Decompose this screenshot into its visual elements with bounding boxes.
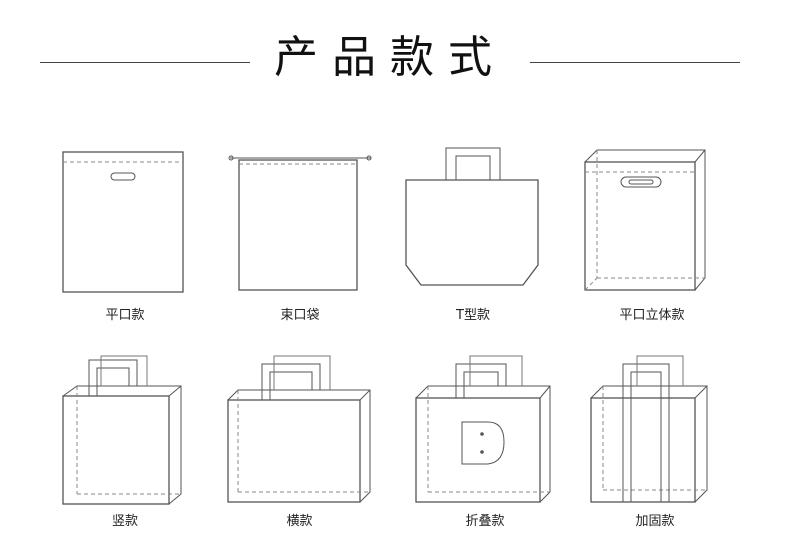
product-item-folding: 折叠款 [410,350,560,534]
vertical-bag-icon [62,355,182,505]
header-divider-left [40,62,250,63]
product-item-reinforced: 加固款 [585,350,725,534]
product-item-vertical: 竖款 [55,350,195,534]
item-label: 竖款 [111,514,138,529]
item-label: T型款 [456,308,490,323]
item-label: 平口立体款 [619,308,685,323]
horizontal-bag-icon [227,355,371,503]
folding-bag-icon [415,355,551,503]
header-divider-right [530,62,740,63]
flat-3d-bag-icon [584,149,706,291]
item-label: 折叠款 [465,514,505,529]
product-item-t-handle: T型款 [398,140,548,330]
reinforced-bag-icon [590,355,708,503]
page-header: 产品款式 [0,0,790,120]
item-label: 平口款 [105,308,145,323]
drawstring-bag-icon [228,155,372,291]
product-item-horizontal: 横款 [222,350,377,534]
flat-bag-icon [62,151,184,293]
product-item-flat: 平口款 [55,140,195,330]
product-item-flat-3d: 平口立体款 [577,140,727,330]
page-title: 产品款式 [274,32,506,83]
product-item-drawstring: 束口袋 [225,140,375,330]
item-label: 束口袋 [280,308,320,323]
item-label: 横款 [286,514,313,529]
t-handle-bag-icon [405,147,539,286]
item-label: 加固款 [635,514,675,529]
